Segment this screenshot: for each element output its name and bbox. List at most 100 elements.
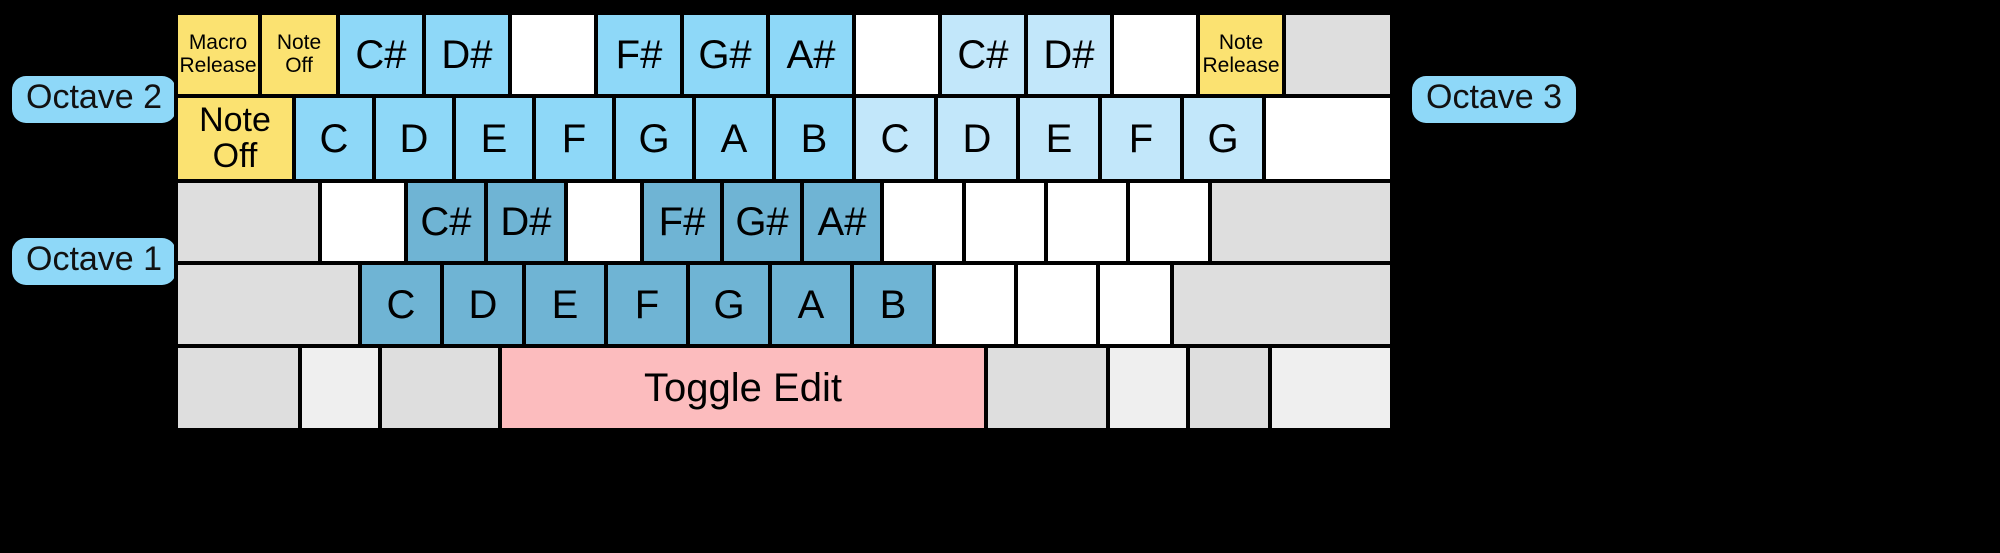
key-c-1-8[interactable]: C [854, 96, 936, 181]
octave-1-label: Octave 1 [12, 238, 177, 286]
key-blank-0-8 [854, 13, 940, 96]
key-label-line: Off [285, 53, 313, 77]
key-blank-1-13 [1264, 96, 1392, 181]
key-label-line: F# [615, 32, 663, 77]
key-label-line: Release [1202, 53, 1280, 77]
key-f-1-4[interactable]: F [534, 96, 614, 181]
key-label-line: Note [1218, 31, 1264, 55]
key-f-sharp-2-5[interactable]: F# [642, 181, 722, 263]
key-toggle-edit-4-3[interactable]: Toggle Edit [500, 346, 986, 430]
key-label-line: G [713, 282, 745, 327]
key-label-line: G# [698, 32, 752, 77]
bottom-modifier-row: Toggle Edit [176, 346, 1392, 430]
key-label-line: C [386, 282, 416, 327]
key-blank-2-10 [1046, 181, 1128, 263]
key-label-line: B [879, 282, 907, 327]
key-e-1-10[interactable]: E [1018, 96, 1100, 181]
key-blank-4-4 [986, 346, 1108, 430]
key-label-line: F [1128, 116, 1154, 161]
key-c-sharp-2-2[interactable]: C# [406, 181, 486, 263]
key-label-line: D# [441, 32, 493, 77]
key-g-3-5[interactable]: G [688, 263, 770, 346]
key-blank-3-9 [1016, 263, 1098, 346]
key-label-line: D# [1043, 32, 1095, 77]
octave1-black-keys-row: C# D# F# G# A# [176, 181, 1392, 263]
key-blank-2-1 [320, 181, 406, 263]
key-blank-4-0 [176, 346, 300, 430]
key-d-1-2[interactable]: D [374, 96, 454, 181]
key-c-1-1[interactable]: C [294, 96, 374, 181]
key-label-line: Toggle Edit [644, 366, 842, 410]
key-f-sharp-0-5[interactable]: F# [596, 13, 682, 96]
key-blank-0-13 [1284, 13, 1392, 96]
key-blank-3-8 [934, 263, 1016, 346]
key-label-line: D [399, 116, 429, 161]
key-label-line: B [800, 116, 828, 161]
key-b-3-7[interactable]: B [852, 263, 934, 346]
key-f-1-11[interactable]: F [1100, 96, 1182, 181]
key-blank-3-0 [176, 263, 360, 346]
key-d-sharp-2-3[interactable]: D# [486, 181, 566, 263]
key-blank-0-11 [1112, 13, 1198, 96]
key-blank-2-4 [566, 181, 642, 263]
key-c-sharp-0-9[interactable]: C# [940, 13, 1026, 96]
key-a-sharp-2-7[interactable]: A# [802, 181, 882, 263]
key-label-line: D [468, 282, 498, 327]
key-e-3-3[interactable]: E [524, 263, 606, 346]
key-label-line: Release [179, 53, 257, 77]
key-f-3-4[interactable]: F [606, 263, 688, 346]
key-g-sharp-0-6[interactable]: G# [682, 13, 768, 96]
key-blank-2-0 [176, 181, 320, 263]
key-g-1-12[interactable]: G [1182, 96, 1264, 181]
key-blank-4-5 [1108, 346, 1188, 430]
key-blank-2-8 [882, 181, 964, 263]
key-label-line: C# [957, 32, 1009, 77]
key-d-sharp-0-3[interactable]: D# [424, 13, 510, 96]
key-label-line: F [634, 282, 660, 327]
key-blank-3-11 [1172, 263, 1392, 346]
key-label-line: F# [658, 200, 706, 244]
key-label-line: Note [199, 100, 271, 139]
key-label-line: A [797, 282, 825, 327]
key-d-3-2[interactable]: D [442, 263, 524, 346]
octave-3-label: Octave 3 [1412, 76, 1577, 124]
key-g-1-5[interactable]: G [614, 96, 694, 181]
key-label-line: A# [786, 32, 836, 77]
key-blank-0-4 [510, 13, 596, 96]
key-c-3-1[interactable]: C [360, 263, 442, 346]
key-label-line: D# [500, 200, 552, 244]
octave-2-label: Octave 2 [12, 76, 177, 124]
key-a-1-6[interactable]: A [694, 96, 774, 181]
key-blank-4-7 [1270, 346, 1392, 430]
key-label-line: Macro [188, 31, 248, 55]
key-label-line: D [962, 116, 992, 161]
key-g-sharp-2-6[interactable]: G# [722, 181, 802, 263]
key-label-line: E [480, 116, 508, 161]
key-label-line: G# [735, 200, 789, 244]
key-blank-3-10 [1098, 263, 1172, 346]
key-label-line: E [551, 282, 579, 327]
key-d-sharp-0-10[interactable]: D# [1026, 13, 1112, 96]
key-label-line: C# [355, 32, 407, 77]
key-b-1-7[interactable]: B [774, 96, 854, 181]
key-label-line: F [561, 116, 587, 161]
key-a-3-6[interactable]: A [770, 263, 852, 346]
key-d-1-9[interactable]: D [936, 96, 1018, 181]
key-a-sharp-0-7[interactable]: A# [768, 13, 854, 96]
key-blank-2-12 [1210, 181, 1392, 263]
key-e-1-3[interactable]: E [454, 96, 534, 181]
key-label-line: E [1045, 116, 1073, 161]
key-c-sharp-0-2[interactable]: C# [338, 13, 424, 96]
key-label-line: A# [817, 200, 867, 244]
key-label-line: G [1207, 116, 1239, 161]
key-blank-2-11 [1128, 181, 1210, 263]
key-label-line: Off [212, 136, 258, 175]
key-blank-2-9 [964, 181, 1046, 263]
